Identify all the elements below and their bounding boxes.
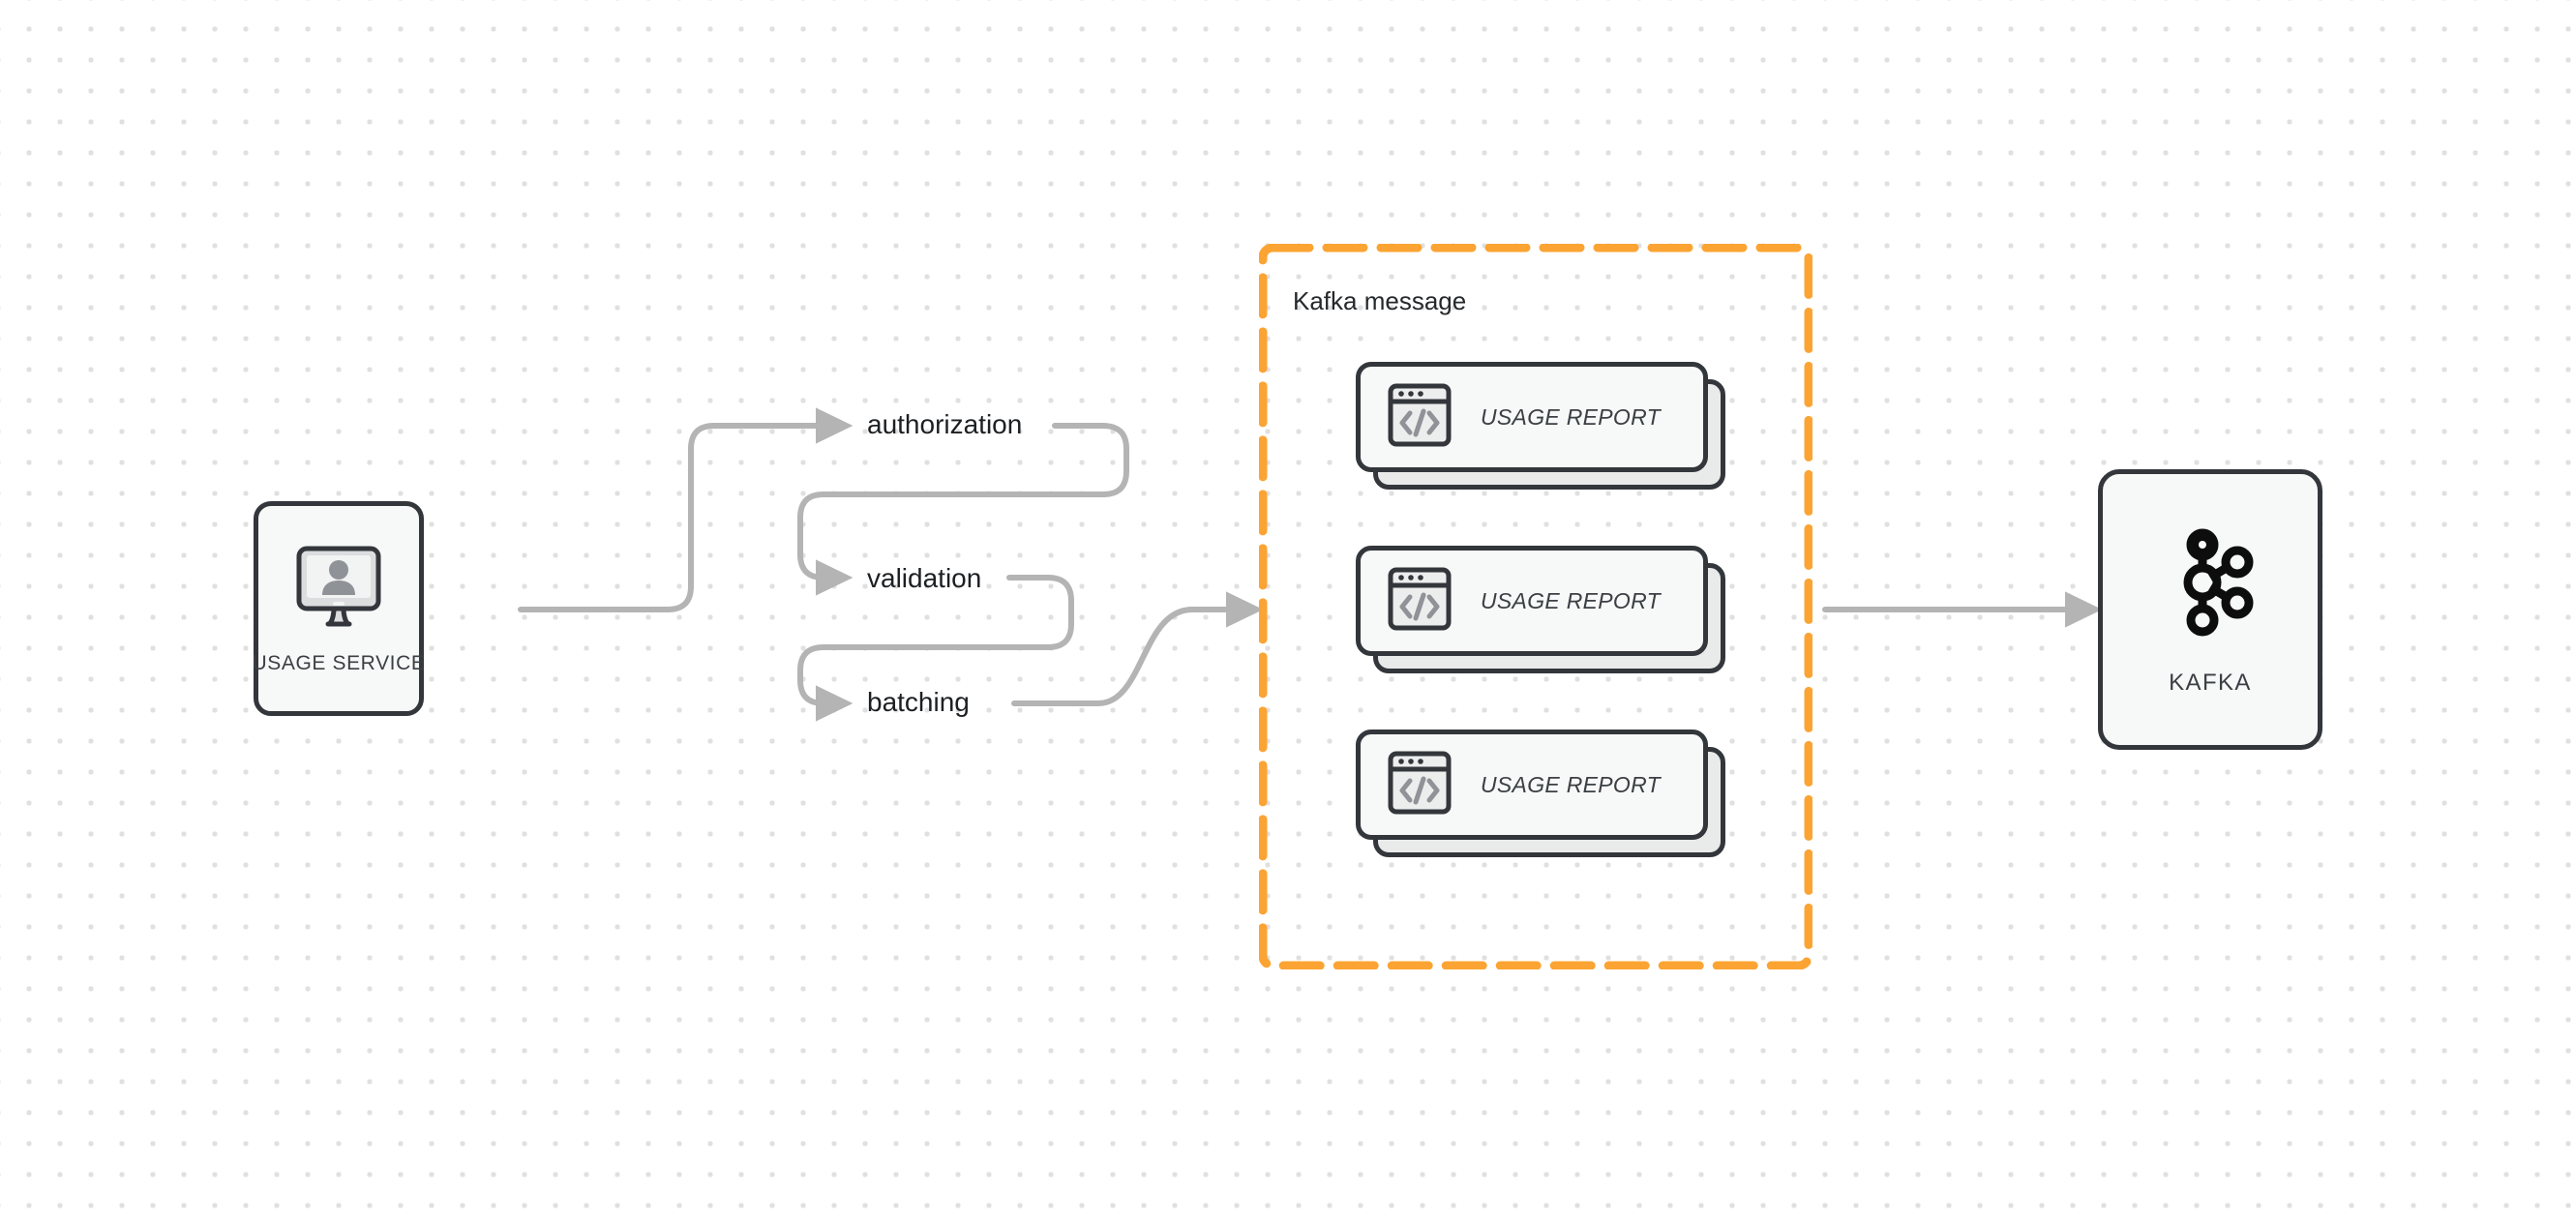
usage-report-card-label: USAGE REPORT: [1481, 587, 1661, 613]
monitor-user-icon: [293, 545, 384, 633]
node-kafka-label: KAFKA: [2169, 669, 2252, 696]
flow-step-authorization: authorization: [867, 409, 1023, 439]
usage-report-card-label: USAGE REPORT: [1481, 771, 1661, 797]
usage-report-card[interactable]: USAGE REPORT: [1356, 546, 1725, 673]
flow-step-batching: batching: [867, 687, 970, 717]
usage-report-card-label: USAGE REPORT: [1481, 403, 1661, 430]
usage-report-card[interactable]: USAGE REPORT: [1356, 362, 1725, 490]
group-kafka-message: Kafka message: [1259, 244, 1812, 969]
edge-batching-to-kafka-message: [1011, 591, 1264, 706]
code-window-icon: [1388, 567, 1452, 636]
code-window-icon: [1388, 383, 1452, 452]
edge-validation-to-batching: [797, 575, 1074, 722]
kafka-logo-icon: [2160, 523, 2261, 644]
edge-authorization-to-validation: [797, 423, 1129, 596]
group-title: Kafka message: [1293, 286, 1467, 315]
node-usage-service[interactable]: USAGE SERVICE: [252, 501, 426, 716]
edge-usage-service-to-authorization: [518, 407, 854, 612]
code-window-icon: [1388, 751, 1452, 819]
flow-step-validation: validation: [867, 563, 982, 593]
node-usage-service-label: USAGE SERVICE: [252, 651, 426, 674]
node-kafka[interactable]: KAFKA: [2098, 469, 2322, 750]
usage-report-card[interactable]: USAGE REPORT: [1356, 730, 1725, 857]
